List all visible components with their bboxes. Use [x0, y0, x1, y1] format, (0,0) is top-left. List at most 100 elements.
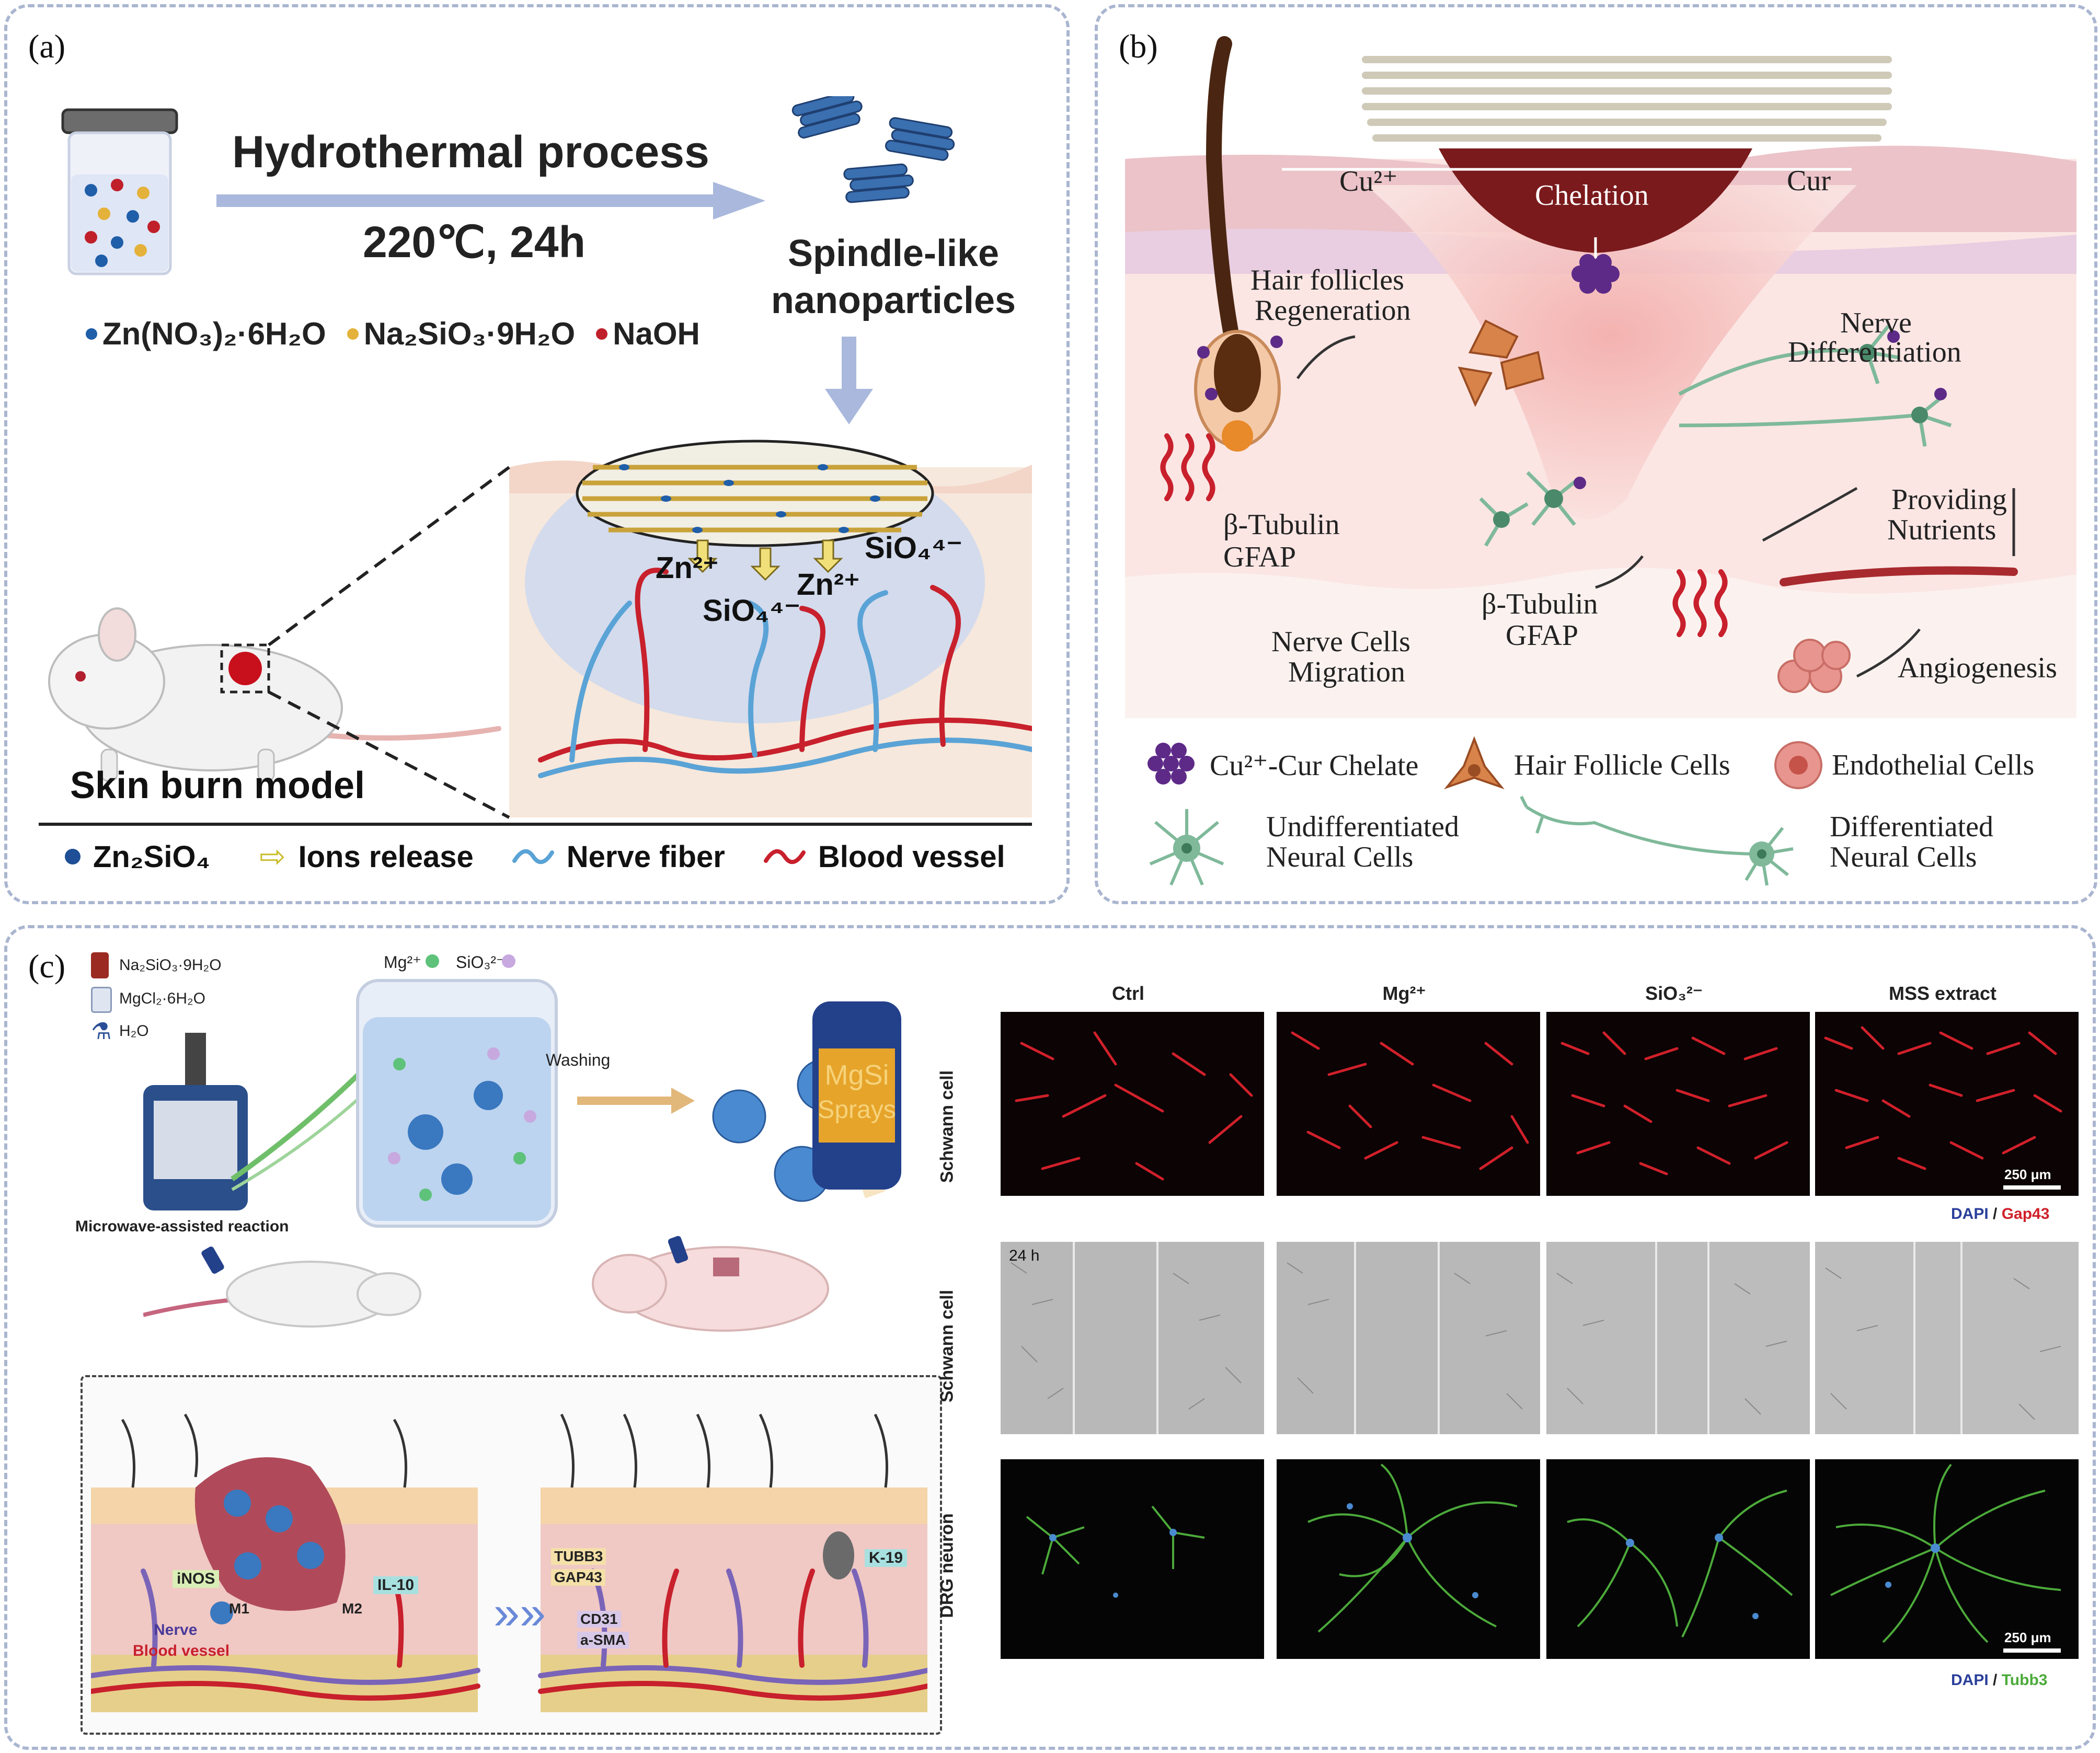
wound-healing-illustration — [1125, 36, 2076, 718]
reagent-jar-icon — [91, 987, 112, 1013]
scale-bar-top-text: 250 μm — [2004, 1167, 2051, 1182]
micrograph-scratch-sio3 — [1546, 1242, 1810, 1434]
sio3-dot-icon — [502, 954, 515, 968]
stain-legend-gap43: DAPI / Gap43 — [1951, 1205, 2049, 1223]
panel-b: (b) — [1095, 4, 2097, 904]
undifferentiated-cell-icon — [1149, 809, 1224, 886]
micrograph-scratch-ctrl — [1001, 1242, 1264, 1434]
tag-k19: K-19 — [865, 1549, 908, 1567]
stain-tubb3: Tubb3 — [2001, 1671, 2048, 1689]
tag-m2: M2 — [342, 1600, 362, 1617]
scratch-texture-mg — [1287, 1242, 1523, 1434]
col-header-sio3: SiO₃²⁻ — [1645, 983, 1703, 1004]
zoom-guide-lines — [268, 466, 510, 819]
stain-sep-top: / — [1988, 1205, 2002, 1223]
ion-mg: Mg²⁺ — [384, 953, 421, 972]
chelation-label: Chelation — [1535, 179, 1649, 212]
legend-diff-1: Differentiated — [1830, 811, 1994, 843]
blood-vessel-icon — [763, 849, 806, 864]
panel-c-label: (c) — [28, 948, 66, 985]
na-silicate-dot-icon — [347, 328, 359, 340]
stain-legend-tubb3: DAPI / Tubb3 — [1951, 1671, 2047, 1689]
scale-bar-bottom — [2003, 1648, 2061, 1653]
tubulin-left-label-1: β-Tubulin — [1223, 509, 1340, 541]
legend-undiff-2: Neural Cells — [1266, 841, 1414, 873]
tag-cd31: CD31 — [577, 1611, 621, 1628]
tag-gap43: GAP43 — [551, 1569, 605, 1586]
mg-dot-icon — [426, 954, 439, 968]
micrograph-gap43-ctrl — [1001, 1012, 1264, 1196]
spray-can-label-area — [819, 1048, 895, 1143]
gap43-cells-mg — [1291, 1031, 1529, 1170]
pig-spray-illustration — [592, 1236, 829, 1332]
flask-icon: ⚗ — [91, 1019, 112, 1044]
skin-treatment-illustration: »» — [91, 1413, 927, 1712]
micrograph-tubb3-sio3 — [1546, 1459, 1810, 1659]
panel-a-legend: Zn₂SiO₄ ⇨ Ions release Nerve fiber Blood… — [65, 838, 1005, 875]
reagent-h2o: H₂O — [119, 1022, 149, 1040]
ion-label-zn-1: Zn²⁺ — [656, 551, 719, 585]
micrograph-gap43-mg — [1277, 1012, 1540, 1196]
reagent-na2sio3: Na₂SiO₃·9H₂O — [119, 956, 222, 974]
nerve-differentiation-label-2: Differentiation — [1788, 336, 1961, 368]
washing-label: Washing — [546, 1051, 611, 1069]
tubb3-neurons-mss — [1830, 1463, 2061, 1643]
scratch-texture-mss — [1825, 1242, 2061, 1434]
product-label-line2: nanoparticles — [771, 280, 1016, 321]
chelate-legend-icon — [1147, 743, 1195, 785]
nerve-fiber-icon — [512, 849, 554, 864]
stain-gap43: Gap43 — [2001, 1205, 2050, 1223]
micrograph-scratch-mss — [1815, 1242, 2079, 1434]
tag-asma: a-SMA — [577, 1632, 629, 1648]
stain-dapi-top: DAPI — [1951, 1205, 1989, 1223]
time-label: 24 h — [1009, 1247, 1040, 1264]
legend-ions-release: Ions release — [298, 839, 474, 874]
gap43-cells-sio3 — [1560, 1031, 1788, 1175]
panel-b-label: (b) — [1119, 28, 1158, 65]
legend-diff-2: Neural Cells — [1830, 841, 1977, 873]
micrograph-tubb3-ctrl — [1001, 1459, 1264, 1659]
micrograph-gap43-sio3 — [1546, 1012, 1810, 1196]
cu-label: Cu²⁺ — [1339, 165, 1398, 198]
cur-label: Cur — [1787, 165, 1831, 197]
zn-nitrate-dot-icon — [86, 328, 97, 340]
hair-cell-legend-icon — [1444, 736, 1505, 790]
process-arrow-icon — [216, 182, 765, 220]
tag-tubb3: TUBB3 — [551, 1548, 606, 1565]
legend-zn2sio4: Zn₂SiO₄ — [93, 839, 211, 874]
panel-c: (c) Na₂SiO₃·9H₂O MgCl₂·6H₂O ⚗ H₂O Mg²⁺ S… — [4, 925, 2096, 1750]
legend-nerve-fiber: Nerve fiber — [566, 839, 725, 874]
hair-follicles-label-2: Regeneration — [1255, 294, 1411, 327]
tag-inos: iNOS — [173, 1570, 220, 1588]
reagent-na: Na₂SiO₃·9H₂O — [363, 316, 576, 351]
legend-divider — [39, 823, 1032, 826]
col-header-mg: Mg²⁺ — [1382, 983, 1426, 1004]
endothelial-legend-icon — [1774, 741, 1822, 789]
providing-label-2: Nutrients — [1887, 514, 1996, 546]
micrograph-scratch-mg — [1277, 1242, 1540, 1434]
reagent-zn: Zn(NO₃)₂·6H₂O — [102, 316, 326, 351]
ions-release-arrow-icon: ⇨ — [259, 839, 286, 874]
reagent-bottle-icon — [91, 952, 109, 978]
legend-undiff-1: Undifferentiated — [1266, 811, 1460, 843]
row-label-schwann-1: Schwann cell — [937, 1070, 957, 1183]
ion-sio3: SiO₃²⁻ — [456, 953, 505, 972]
legend-hair-cells: Hair Follicle Cells — [1514, 749, 1730, 781]
stain-sep-bottom: / — [1988, 1671, 2002, 1689]
scratch-texture-ctrl — [1011, 1242, 1242, 1434]
tubb3-neurons-ctrl — [1026, 1505, 1205, 1598]
col-header-mss: MSS extract — [1888, 983, 1997, 1004]
micrograph-gap43-mss — [1815, 1012, 2079, 1196]
stain-dapi-bottom: DAPI — [1951, 1671, 1989, 1689]
spray-label-line2: Sprays — [818, 1096, 896, 1124]
migration-label-2: Migration — [1288, 656, 1405, 688]
angiogenesis-label: Angiogenesis — [1898, 652, 2057, 684]
gap43-cells-mss — [1824, 1026, 2062, 1170]
legend-endothelial: Endothelial Cells — [1832, 749, 2035, 781]
reagent-mgcl2: MgCl₂·6H₂O — [119, 990, 205, 1007]
differentiated-cell-icon — [1520, 795, 1794, 886]
reaction-jar-icon — [61, 108, 178, 275]
ion-label-zn-2: Zn²⁺ — [797, 568, 860, 602]
row-label-drg: DRG neuron — [937, 1513, 957, 1618]
naoh-dot-icon — [596, 328, 608, 340]
